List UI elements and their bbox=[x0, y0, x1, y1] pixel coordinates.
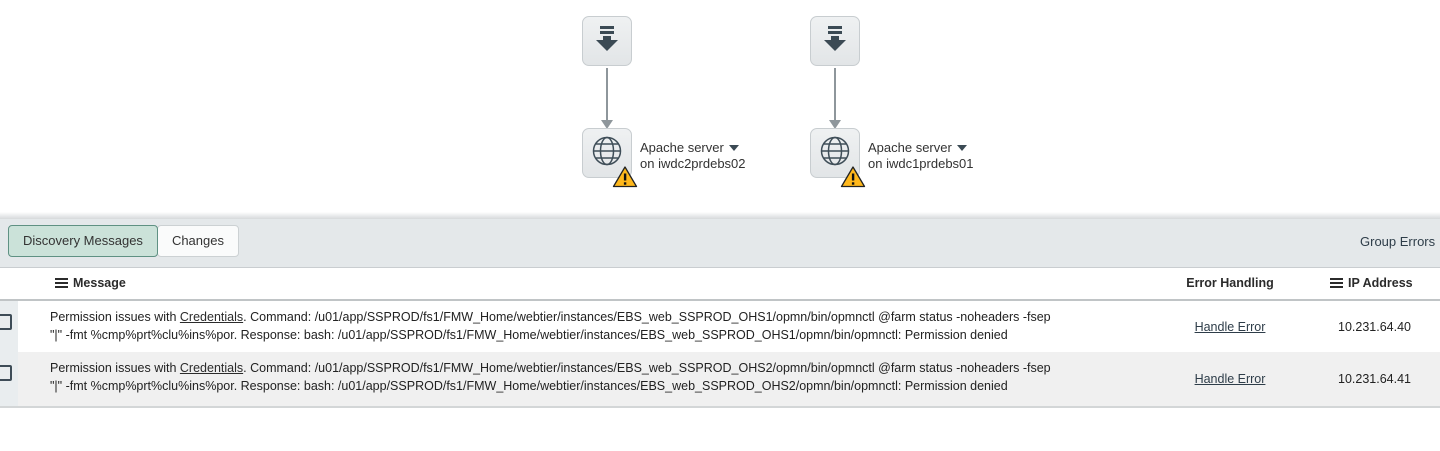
column-header-ip-address-label: IP Address bbox=[1348, 276, 1413, 290]
warning-triangle-icon bbox=[840, 165, 866, 194]
error-handling-cell: Handle Error bbox=[1150, 352, 1310, 406]
node-label: Apache server on iwdc2prdebs02 bbox=[640, 140, 746, 172]
ip-address-cell: 10.231.64.40 bbox=[1338, 319, 1411, 334]
column-header-error-handling-label: Error Handling bbox=[1186, 276, 1274, 290]
handle-error-link[interactable]: Handle Error bbox=[1194, 372, 1266, 386]
handle-error-link[interactable]: Handle Error bbox=[1194, 319, 1266, 334]
connector-line bbox=[606, 68, 608, 121]
topology-node-group: Apache server on iwdc2prdebs02 bbox=[582, 16, 746, 188]
panel-top-shadow bbox=[0, 212, 1440, 219]
credentials-link[interactable]: Credentials bbox=[179, 310, 244, 324]
caret-down-icon[interactable] bbox=[728, 145, 739, 151]
menu-icon[interactable] bbox=[55, 278, 68, 288]
tab-discovery-messages[interactable]: Discovery Messages bbox=[8, 225, 158, 257]
apache-server-node[interactable] bbox=[810, 128, 866, 188]
connector-line bbox=[834, 68, 836, 121]
connector-arrow-icon bbox=[829, 120, 841, 129]
node-host-label: on iwdc2prdebs02 bbox=[640, 156, 746, 171]
expand-record-icon[interactable] bbox=[0, 365, 12, 381]
tab-bar: Discovery Messages Changes Group Errors bbox=[0, 219, 1440, 268]
node-type-label: Apache server bbox=[868, 140, 952, 155]
globe-icon bbox=[818, 134, 852, 173]
table-row: Permission issues with Credentials. Comm… bbox=[0, 301, 1440, 352]
message-cell: Permission issues with Credentials. Comm… bbox=[0, 352, 1065, 402]
menu-icon[interactable] bbox=[1330, 278, 1343, 288]
connector-arrow-icon bbox=[601, 120, 613, 129]
expand-record-icon[interactable] bbox=[0, 314, 12, 330]
topology-node-group: Apache server on iwdc1prdebs01 bbox=[810, 16, 974, 188]
message-cell: Permission issues with Credentials. Comm… bbox=[0, 301, 1065, 351]
column-header-message: Message bbox=[55, 276, 126, 290]
node-type-label: Apache server bbox=[640, 140, 724, 155]
download-node[interactable] bbox=[582, 16, 632, 66]
apache-server-node[interactable] bbox=[582, 128, 638, 188]
message-text: Permission issues with bbox=[50, 361, 180, 375]
download-icon bbox=[593, 25, 621, 57]
row-gutter bbox=[0, 352, 18, 406]
download-icon bbox=[821, 25, 849, 57]
table-row: Permission issues with Credentials. Comm… bbox=[0, 352, 1440, 408]
globe-icon bbox=[590, 134, 624, 173]
group-errors-button[interactable]: Group Errors bbox=[1360, 234, 1436, 249]
warning-triangle-icon bbox=[612, 165, 638, 194]
credentials-link[interactable]: Credentials bbox=[179, 361, 244, 375]
row-gutter bbox=[0, 301, 18, 352]
node-host-label: on iwdc1prdebs01 bbox=[868, 156, 974, 171]
column-header-ip-address: IP Address bbox=[1330, 276, 1413, 290]
tab-changes[interactable]: Changes bbox=[156, 225, 239, 257]
discovery-messages-list: Permission issues with Credentials. Comm… bbox=[0, 301, 1440, 408]
ip-address-cell: 10.231.64.41 bbox=[1338, 372, 1411, 386]
message-text: . Command: /u01/app/SSPROD/fs1/FMW_Home/… bbox=[50, 310, 1051, 342]
message-text: Permission issues with bbox=[50, 310, 180, 324]
message-text: . Command: /u01/app/SSPROD/fs1/FMW_Home/… bbox=[50, 361, 1051, 393]
column-header-error-handling: Error Handling bbox=[1150, 276, 1310, 290]
table-header: Message Error Handling IP Address bbox=[0, 268, 1440, 301]
download-node[interactable] bbox=[810, 16, 860, 66]
column-header-message-label: Message bbox=[73, 276, 126, 290]
error-handling-cell: Handle Error bbox=[1150, 301, 1310, 352]
node-label: Apache server on iwdc1prdebs01 bbox=[868, 140, 974, 172]
caret-down-icon[interactable] bbox=[956, 145, 967, 151]
